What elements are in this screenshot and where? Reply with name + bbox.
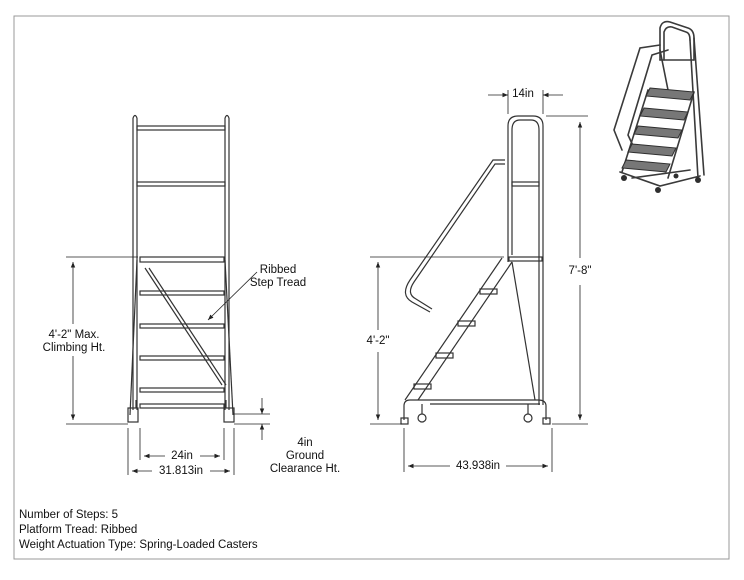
- top-width-label: 14in: [512, 88, 534, 100]
- spec-number-of-steps: Number of Steps: 5: [19, 509, 119, 521]
- front-width-dimensions: [127, 428, 235, 475]
- base-depth-dimension: [403, 428, 553, 472]
- ribbed-tread-label-line2: Step Tread: [249, 277, 307, 289]
- platform-height-label: 4'-2": [366, 335, 390, 347]
- ground-clearance-label-line2: Ground: [285, 450, 325, 462]
- isometric-steps: [621, 87, 695, 173]
- overall-height-dimension: [546, 115, 588, 425]
- inner-width-label: 24in: [171, 450, 193, 462]
- top-width-dimension: [488, 90, 563, 114]
- climb-height-dimension: [66, 256, 138, 425]
- climb-height-label-line1: 4'-2" Max.: [48, 329, 100, 341]
- overall-height-label: 7'-8": [568, 265, 592, 277]
- sheet-border: [13, 15, 730, 560]
- ground-clearance-dimension: [234, 398, 270, 440]
- isometric-casters: [621, 173, 701, 193]
- front-view-ladder: [127, 114, 235, 423]
- side-view-ladder: [400, 115, 551, 425]
- ground-clearance-value: 4in: [297, 437, 313, 449]
- outer-width-label: 31.813in: [158, 465, 204, 477]
- ribbed-leader-line: [207, 271, 258, 321]
- spec-weight-actuation: Weight Actuation Type: Spring-Loaded Cas…: [19, 539, 258, 551]
- base-depth-label: 43.938in: [455, 460, 501, 472]
- climb-height-label-line2: Climbing Ht.: [42, 342, 106, 354]
- spec-platform-tread: Platform Tread: Ribbed: [19, 524, 138, 536]
- ribbed-tread-label-line1: Ribbed: [259, 264, 297, 276]
- ground-clearance-label-line3: Clearance Ht.: [269, 463, 341, 475]
- platform-height-dimension: [370, 256, 504, 425]
